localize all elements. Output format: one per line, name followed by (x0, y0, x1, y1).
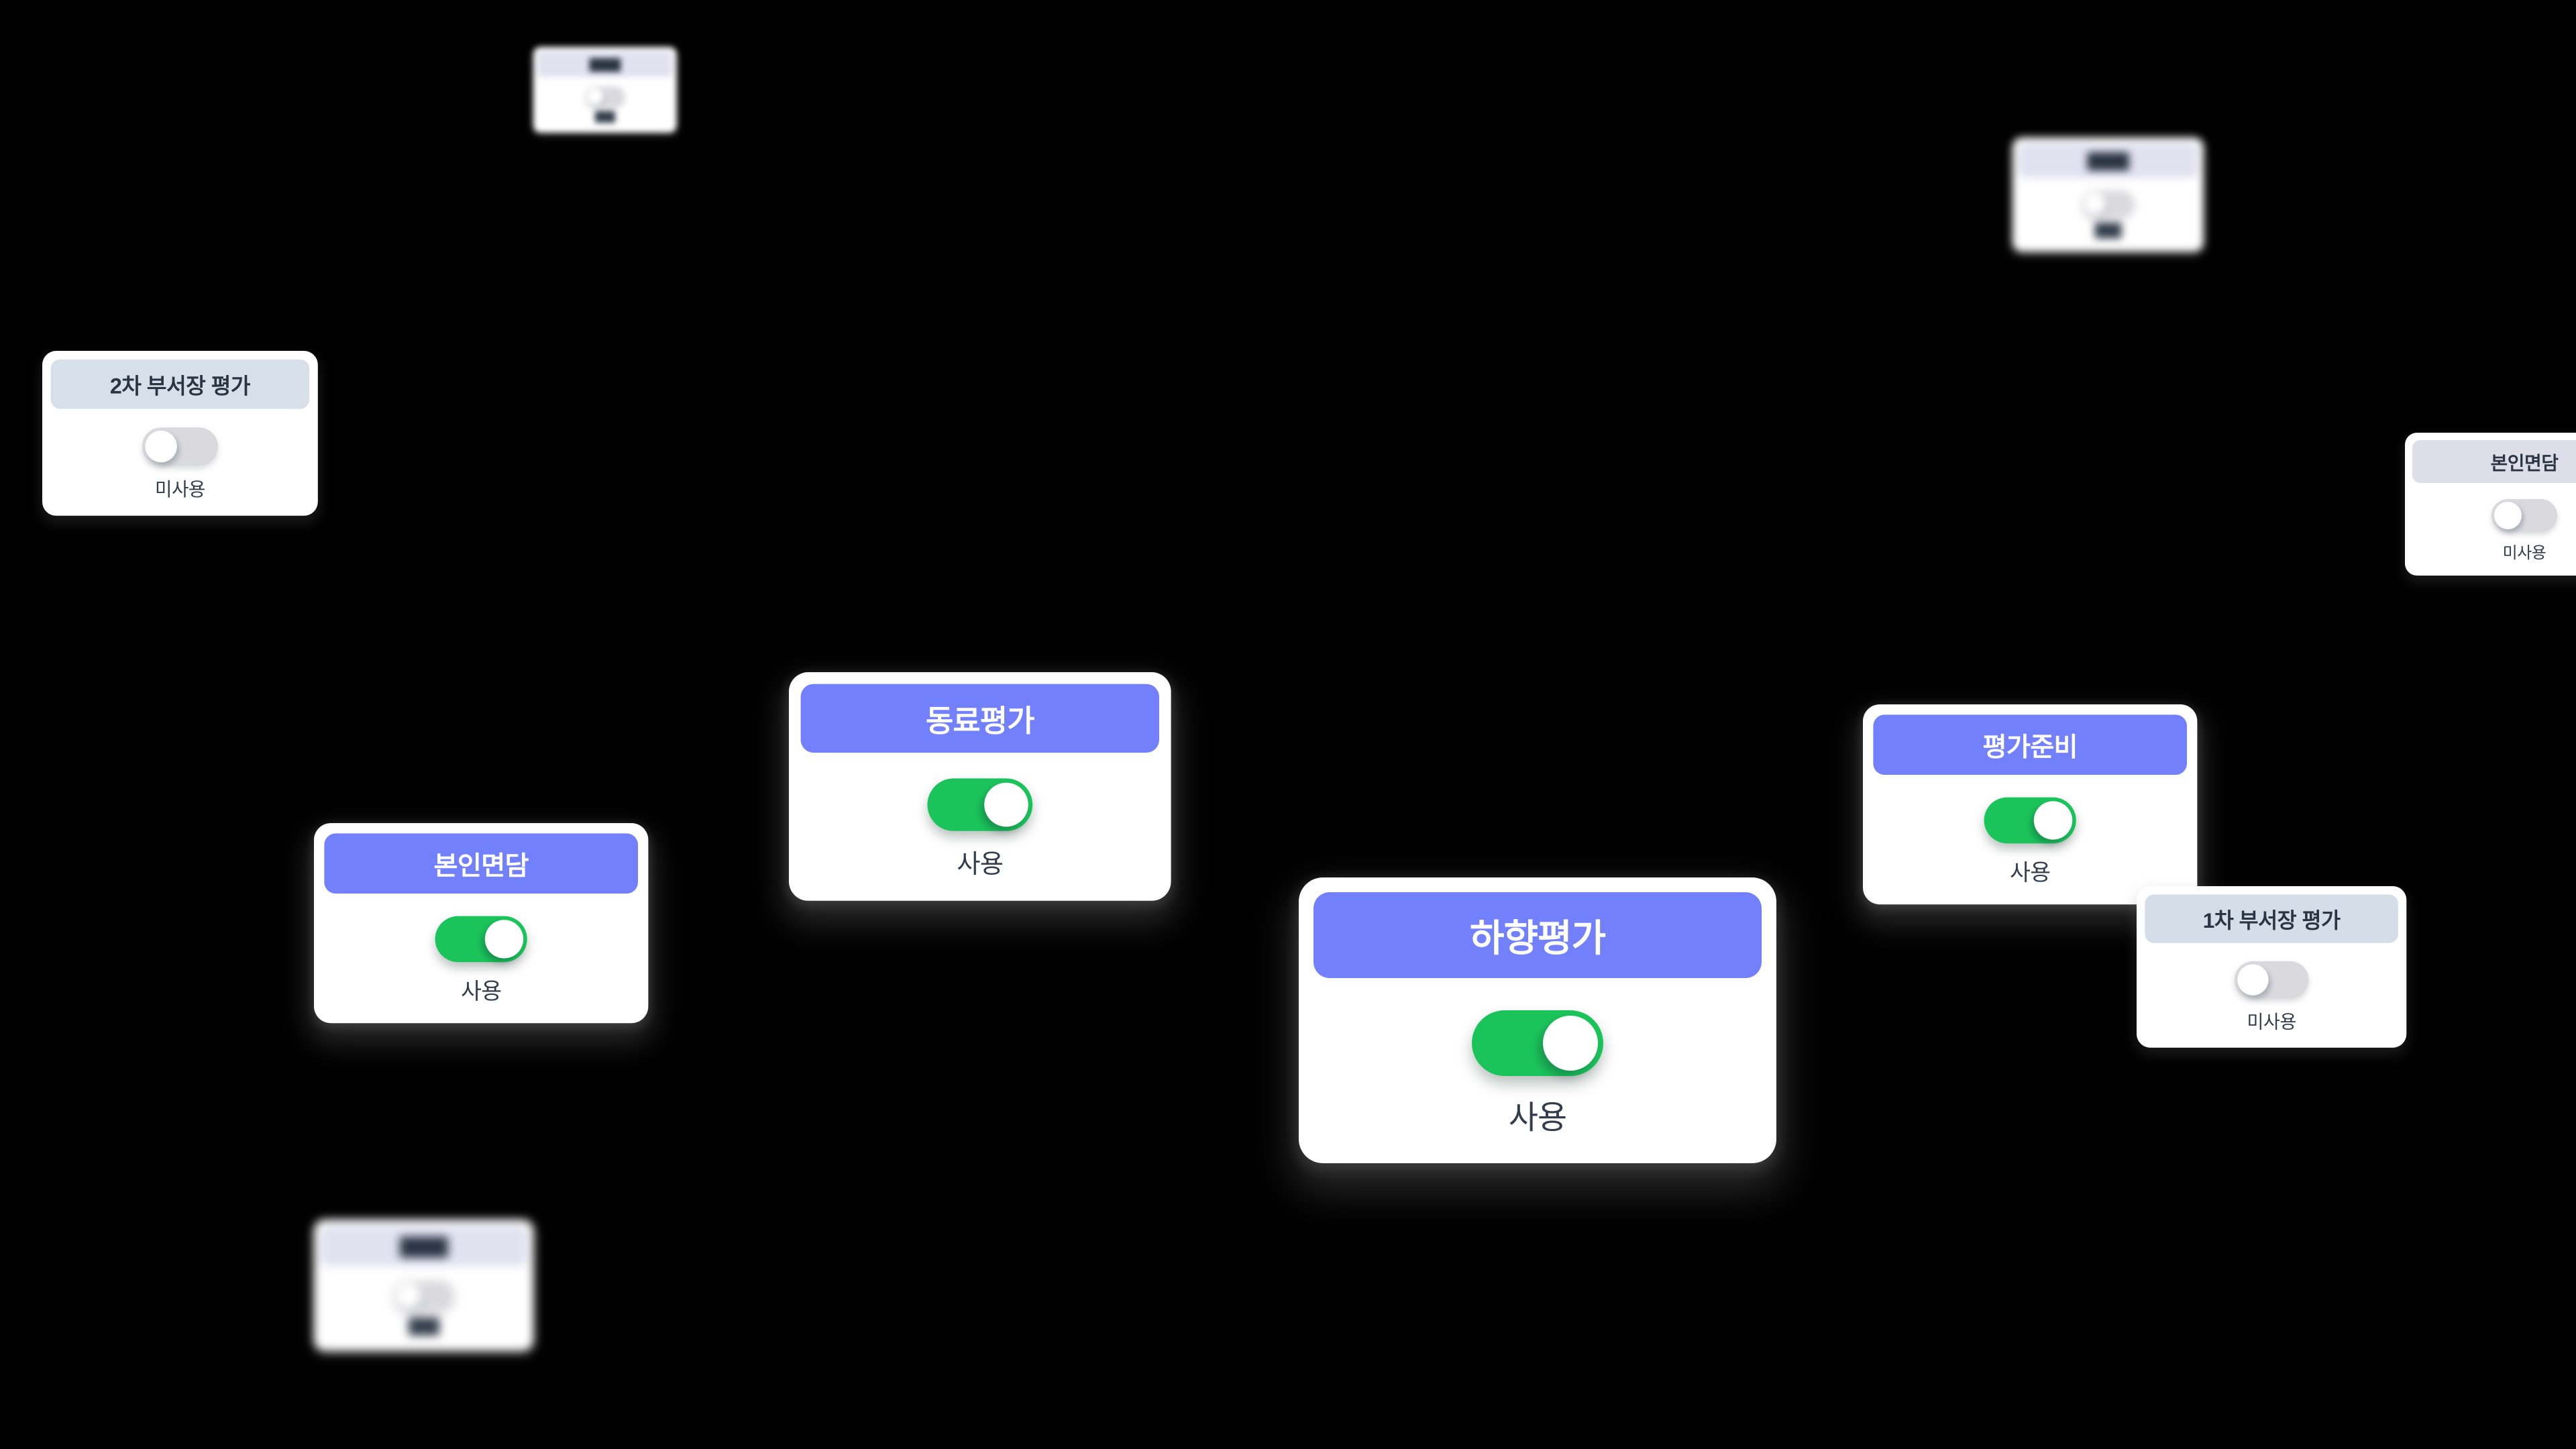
card-header: 1차 부서장 평가 (2145, 894, 2398, 943)
toggle-knob (484, 920, 524, 959)
toggle-switch[interactable] (2234, 961, 2309, 999)
card-first-dept-head-eval[interactable]: 1차 부서장 평가 미사용 (2137, 886, 2407, 1048)
status-label: ███ (408, 1318, 439, 1335)
card-blurred-node-3[interactable]: ████ ███ (314, 1220, 534, 1351)
toggle-knob (2033, 801, 2073, 840)
toggle-knob (2237, 964, 2269, 996)
card-title: 2차 부서장 평가 (109, 373, 251, 398)
toggle-knob (984, 782, 1028, 827)
card-header: 하향평가 (1313, 892, 1762, 978)
toggle-switch[interactable] (585, 87, 625, 107)
toggle-switch[interactable] (2082, 191, 2135, 217)
card-title: ████ (2087, 152, 2129, 169)
toggle-knob (2494, 502, 2522, 529)
status-label: 미사용 (2502, 544, 2546, 562)
toggle-switch[interactable] (435, 916, 527, 963)
status-label: ███ (2094, 223, 2122, 237)
card-title: 본인면담 (2490, 452, 2559, 474)
card-header: 평가준비 (1873, 714, 2187, 775)
card-title: ████ (400, 1236, 448, 1256)
status-label: 사용 (460, 979, 502, 1004)
card-eval-prep[interactable]: 평가준비 사용 (1863, 704, 2198, 905)
card-header: 동료평가 (800, 684, 1159, 753)
card-header: 본인면담 (2412, 440, 2576, 483)
card-header: ████ (537, 51, 672, 77)
toggle-switch[interactable] (1984, 797, 2076, 844)
card-self-interview[interactable]: 본인면담 사용 (314, 823, 649, 1024)
status-label: 미사용 (155, 479, 205, 500)
toggle-knob (145, 430, 177, 463)
card-downward-eval[interactable]: 하향평가 사용 (1299, 877, 1776, 1163)
card-title: 본인면담 (433, 850, 529, 881)
toggle-switch[interactable] (393, 1281, 454, 1311)
toggle-switch[interactable] (142, 427, 218, 466)
toggle-switch[interactable] (927, 778, 1033, 831)
card-title: 하향평가 (1469, 916, 1606, 959)
toggle-knob (2084, 193, 2106, 215)
card-header: ████ (2018, 143, 2198, 178)
card-title: 동료평가 (925, 703, 1034, 738)
toggle-switch[interactable] (1472, 1010, 1603, 1076)
card-peer-eval[interactable]: 동료평가 사용 (789, 672, 1171, 901)
card-blurred-node-2[interactable]: ████ ███ (2012, 138, 2204, 252)
toggle-switch[interactable] (2491, 499, 2557, 532)
card-header: ████ (321, 1226, 527, 1266)
card-title: 1차 부서장 평가 (2202, 908, 2341, 932)
status-label: 사용 (957, 850, 1004, 879)
toggle-knob (586, 88, 604, 105)
card-title: ████ (589, 58, 621, 71)
card-header: 본인면담 (324, 833, 638, 894)
toggle-knob (1543, 1016, 1598, 1071)
card-blurred-node-1[interactable]: ████ ███ (533, 47, 677, 133)
card-self-interview-2[interactable]: 본인면담 미사용 (2405, 433, 2576, 576)
card-header: 2차 부서장 평가 (50, 359, 310, 409)
status-label: 사용 (1508, 1100, 1567, 1136)
card-title: 평가준비 (1982, 731, 2078, 762)
status-label: 사용 (2009, 860, 2051, 885)
toggle-knob (396, 1283, 422, 1309)
status-label: ███ (594, 111, 615, 122)
card-second-dept-head-eval[interactable]: 2차 부서장 평가 미사용 (42, 351, 318, 516)
status-label: 미사용 (2247, 1012, 2297, 1032)
